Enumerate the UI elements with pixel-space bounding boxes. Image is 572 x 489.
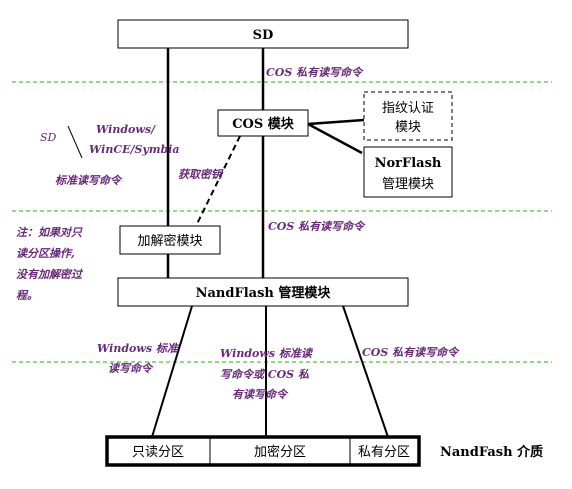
fingerprint-label-line2: 模块 [395, 120, 421, 135]
win-std-label-line2: 读写命令 [108, 362, 154, 375]
slash-divider [67, 125, 83, 159]
nandflash-module-box: NandFlash 管理模块 [117, 277, 409, 307]
norflash-label-line2: 管理模块 [382, 177, 434, 192]
encrypted-partition-label: 加密分区 [254, 444, 306, 460]
crypto-module-box: 加解密模块 [119, 225, 221, 255]
win-or-cos-line1: Windows 标准读 [220, 347, 314, 360]
cos-private-cmd-bottom: COS 私有读写命令 [362, 346, 460, 359]
note-line4: 程。 [16, 289, 38, 302]
get-key-dashed-line [195, 135, 241, 227]
sd-box: SD [117, 19, 409, 49]
note-line1: 注：如果对只 [16, 226, 83, 239]
nandflash-module-label: NandFlash 管理模块 [196, 285, 332, 301]
win-or-cos-line2: 写命令或 COS 私 [220, 368, 309, 381]
fingerprint-module-box: 指纹认证 模块 [363, 91, 453, 141]
nand-media-label: NandFash 介质 [440, 444, 543, 460]
sd-box-label: SD [253, 28, 274, 43]
cos-to-norflash-line [307, 122, 363, 155]
win-or-cos-line3: 有读写命令 [232, 388, 289, 401]
cos-module-box: COS 模块 [217, 109, 309, 137]
note-line2: 读分区操作, [16, 247, 75, 260]
private-partition-label: 私有分区 [358, 445, 410, 460]
fingerprint-label-line1: 指纹认证 [382, 101, 434, 116]
cos-private-cmd-top: COS 私有读写命令 [266, 66, 364, 79]
win-std-label-line1: Windows 标准 [97, 342, 180, 355]
nandflash-to-readonly-line [151, 305, 193, 438]
windows-label-line1: Windows/ [96, 123, 156, 136]
get-key-label: 获取密钥 [178, 168, 224, 181]
cos-private-cmd-mid: COS 私有读写命令 [268, 220, 366, 233]
norflash-label-line1: NorFlash [375, 156, 442, 171]
norflash-module-box: NorFlash 管理模块 [363, 146, 453, 198]
sd-side-label: SD [40, 131, 57, 144]
std-rw-label: 标准读写命令 [55, 174, 123, 187]
note-line3: 没有加解密过 [16, 268, 84, 281]
readonly-partition-label: 只读分区 [132, 445, 184, 460]
nandflash-to-private-line [342, 305, 389, 438]
crypto-module-label: 加解密模块 [137, 233, 202, 249]
partition-bar: 只读分区 加密分区 私有分区 [105, 435, 421, 467]
cos-module-label: COS 模块 [232, 116, 295, 132]
windows-label-line2: WinCE/Symbia [89, 143, 179, 156]
